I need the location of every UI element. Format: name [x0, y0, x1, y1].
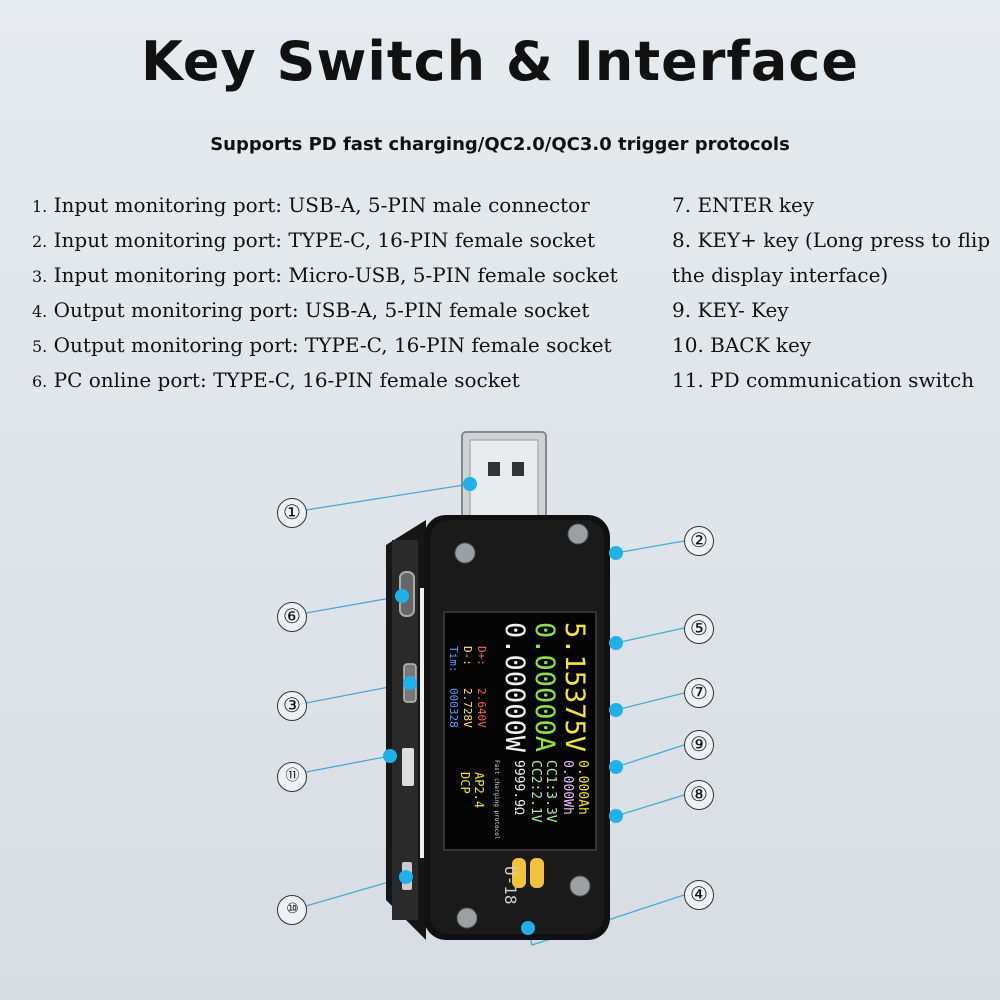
- list-item: 9. KEY- Key: [672, 298, 789, 322]
- marker-6: ⑥: [277, 602, 307, 632]
- lcd-energy: 0.000Wh: [560, 760, 575, 815]
- item-number: 6.: [32, 372, 48, 391]
- lcd-dminus-label: D-:: [461, 646, 474, 666]
- item-number: 3.: [32, 267, 48, 286]
- list-item: 3. Input monitoring port: Micro-USB, 5-P…: [32, 258, 618, 293]
- lcd-current: 0.00000A: [529, 622, 560, 753]
- key-list: 7. ENTER key 8. KEY+ key (Long press to …: [672, 188, 997, 398]
- lcd-time: 000328: [447, 688, 460, 728]
- marker-10: ⑩: [277, 895, 307, 925]
- page-title: Key Switch & Interface: [141, 30, 859, 93]
- list-item: 7. ENTER key: [672, 193, 815, 217]
- list-item: 4. Output monitoring port: USB-A, 5-PIN …: [32, 293, 618, 328]
- item-text: PC online port: TYPE-C, 16-PIN female so…: [53, 368, 520, 392]
- lcd-resistance: 9999.9Ω: [511, 760, 526, 815]
- marker-1: ①: [277, 498, 307, 528]
- item-text: Input monitoring port: USB-A, 5-PIN male…: [53, 193, 590, 217]
- marker-3: ③: [277, 691, 307, 721]
- item-text: Input monitoring port: Micro-USB, 5-PIN …: [53, 263, 618, 287]
- item-number: 4.: [32, 302, 48, 321]
- item-text: Output monitoring port: USB-A, 5-PIN fem…: [53, 298, 590, 322]
- lcd-protocol-1: AP2.4: [472, 772, 486, 809]
- list-item: 11. PD communication switch: [672, 368, 975, 392]
- lcd-power: 0.00000W: [499, 622, 530, 753]
- usb-a-plug: [461, 431, 547, 533]
- lcd-dplus: 2.640V: [475, 688, 488, 728]
- device-model-label: U-18: [501, 866, 520, 905]
- list-item: 2. Input monitoring port: TYPE-C, 16-PIN…: [32, 223, 618, 258]
- item-text: Input monitoring port: TYPE-C, 16-PIN fe…: [53, 228, 596, 252]
- marker-7: ⑦: [684, 678, 714, 708]
- lcd-dplus-label: D+:: [475, 646, 488, 666]
- list-item: 8. KEY+ key (Long press to flip the disp…: [672, 228, 991, 287]
- lcd-voltage: 5.15375V: [559, 622, 590, 753]
- lcd-fast-label: Fast charging protocol: [493, 760, 500, 840]
- list-item: 5. Output monitoring port: TYPE-C, 16-PI…: [32, 328, 618, 363]
- lcd-capacity: 0.000Ah: [575, 760, 590, 815]
- list-item: 10. BACK key: [672, 333, 812, 357]
- lcd-dminus: 2.728V: [461, 688, 474, 728]
- lcd-cc2: CC2:2.1V: [528, 760, 543, 823]
- list-item: 1. Input monitoring port: USB-A, 5-PIN m…: [32, 188, 618, 223]
- list-item: 6. PC online port: TYPE-C, 16-PIN female…: [32, 363, 618, 398]
- port-list: 1. Input monitoring port: USB-A, 5-PIN m…: [32, 188, 618, 398]
- item-number: 5.: [32, 337, 48, 356]
- marker-11: ⑪: [277, 762, 307, 792]
- callout-dots: [383, 477, 623, 935]
- marker-2: ②: [684, 526, 714, 556]
- item-number: 2.: [32, 232, 48, 251]
- lcd-protocol-2: DCP: [458, 772, 472, 794]
- item-text: Output monitoring port: TYPE-C, 16-PIN f…: [53, 333, 612, 357]
- device-body: [424, 515, 610, 940]
- lcd-cc1: CC1:3.3V: [543, 760, 558, 823]
- marker-4: ④: [684, 880, 714, 910]
- marker-9: ⑨: [684, 730, 714, 760]
- page-subtitle: Supports PD fast charging/QC2.0/QC3.0 tr…: [210, 134, 790, 155]
- item-number: 1.: [32, 197, 48, 216]
- marker-5: ⑤: [684, 614, 714, 644]
- marker-8: ⑧: [684, 780, 714, 810]
- lcd-time-label: Tim:: [447, 646, 460, 673]
